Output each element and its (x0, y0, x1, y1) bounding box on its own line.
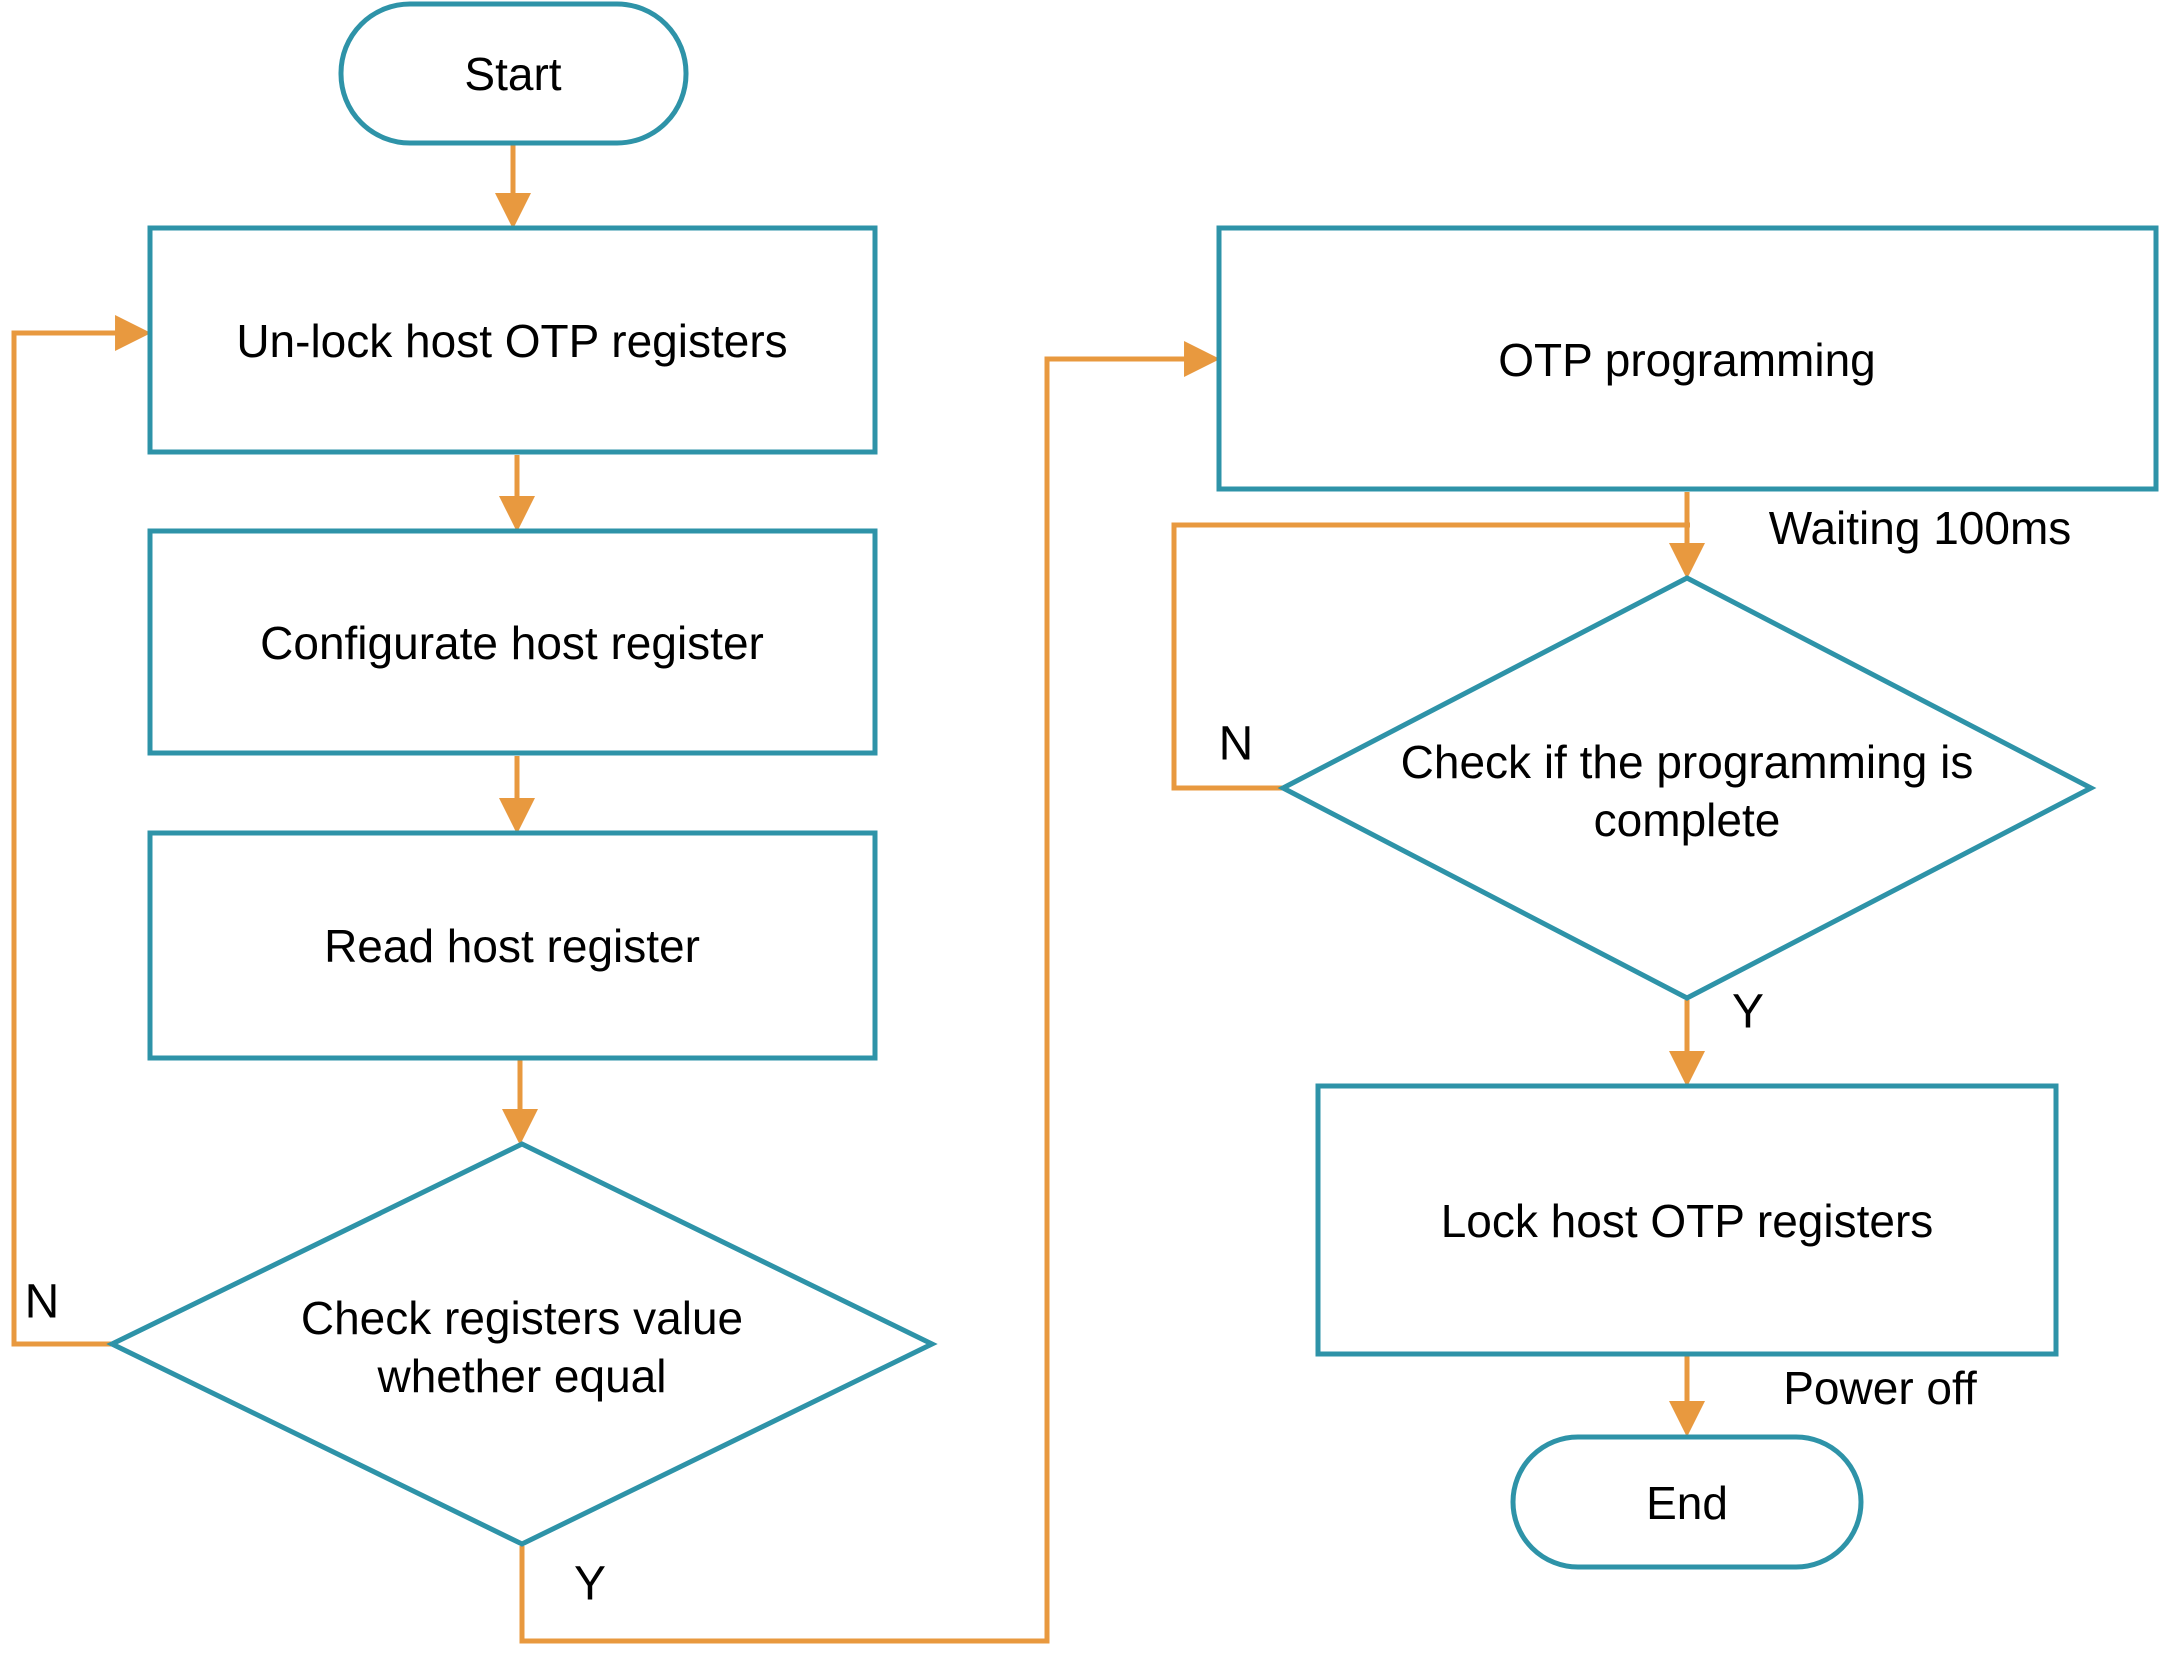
check-complete-yes-label: Y (1732, 986, 1764, 1039)
unlock-process-shape (147, 225, 878, 455)
check-registers-label-line2: whether equal (377, 1350, 667, 1402)
end-label: End (1646, 1477, 1728, 1529)
node-end: End (1510, 1434, 1864, 1570)
check-registers-yes-label: Y (574, 1558, 606, 1611)
edge-check-complete-no-loop (1171, 522, 1690, 791)
check-complete-label-line1: Check if the programming is (1401, 736, 1974, 788)
check-complete-label-line2: complete (1594, 794, 1781, 846)
node-start: Start (338, 1, 689, 146)
node-read-host-register: Read host register (147, 830, 878, 1061)
waiting-100ms-label: Waiting 100ms (1769, 502, 2072, 554)
check-complete-decision-shape (1277, 575, 2097, 1001)
otp-programming-process-shape (1216, 225, 2159, 492)
node-unlock-host-otp-registers: Un-lock host OTP registers (147, 225, 878, 455)
start-label: Start (464, 48, 561, 100)
node-otp-programming: OTP programming (1216, 225, 2159, 492)
start-terminator-shape (338, 1, 689, 146)
lock-process-shape (1315, 1083, 2059, 1357)
lock-label: Lock host OTP registers (1441, 1195, 1934, 1247)
configurate-process-shape (147, 528, 878, 756)
check-registers-label-line1: Check registers value (301, 1292, 743, 1344)
power-off-label: Power off (1783, 1362, 1977, 1414)
node-check-programming-complete: Check if the programming is complete (1277, 575, 2097, 1001)
check-complete-no-label: N (1219, 718, 1254, 771)
configurate-label: Configurate host register (260, 617, 764, 669)
otp-programming-label: OTP programming (1498, 334, 1876, 386)
node-check-registers-value: Check registers value whether equal (106, 1141, 938, 1547)
read-label: Read host register (324, 920, 700, 972)
end-terminator-shape (1510, 1434, 1864, 1570)
edge-check-registers-yes-to-otp (519, 341, 1221, 1644)
node-configurate-host-register: Configurate host register (147, 528, 878, 756)
check-registers-decision-shape (106, 1141, 938, 1547)
edge-check-registers-no-loop (11, 315, 152, 1347)
check-registers-no-label: N (25, 1276, 60, 1329)
node-lock-host-otp-registers: Lock host OTP registers (1315, 1083, 2059, 1357)
unlock-label: Un-lock host OTP registers (236, 315, 787, 367)
read-process-shape (147, 830, 878, 1061)
